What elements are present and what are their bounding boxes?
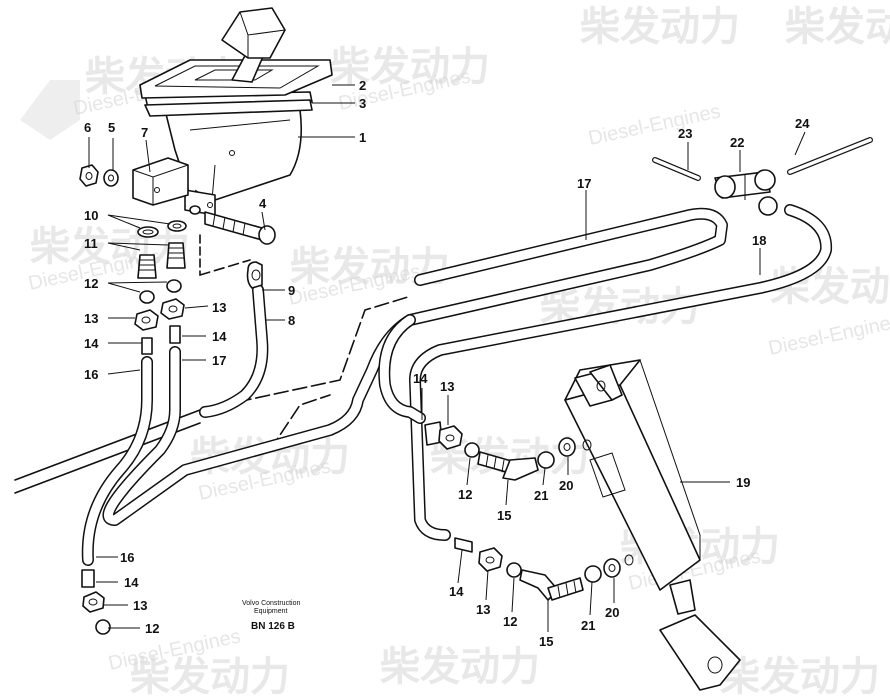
tee-fitting-22 xyxy=(714,169,778,216)
callout-12-right-upper: 12 xyxy=(458,487,472,502)
watermark-sub-3: Diesel-Engines xyxy=(586,100,722,149)
company-line-2: Equipment xyxy=(254,608,288,615)
drawing-code: BN 126 B xyxy=(251,621,295,632)
callout-14-left: 14 xyxy=(84,336,99,351)
callout-20-lower: 20 xyxy=(605,605,619,620)
callout-13-mid: 13 xyxy=(212,300,226,315)
leader-lines xyxy=(88,84,806,632)
callout-20-upper: 20 xyxy=(559,478,573,493)
tube-23 xyxy=(652,157,701,181)
right-fittings-upper xyxy=(424,421,576,481)
callout-4: 4 xyxy=(259,196,267,211)
callout-14-mid: 14 xyxy=(212,329,227,344)
hose-17-left xyxy=(102,207,728,526)
callout-13-right-upper: 13 xyxy=(440,379,454,394)
watermark-brand-2: 柴发动力 xyxy=(330,44,490,90)
callout-15-lower: 15 xyxy=(539,634,553,649)
watermark-brand-3: 柴发动力 xyxy=(580,4,740,50)
watermark-brand-8: 柴发动力 xyxy=(770,264,890,310)
callout-14-right-upper: 14 xyxy=(413,371,428,386)
callout-12-bottom: 12 xyxy=(145,621,159,636)
callout-14-right-lower: 14 xyxy=(449,584,464,599)
watermark-layer: 柴发动力 Diesel-Engines 柴发动力 Diesel-Engines … xyxy=(20,4,890,700)
control-lever-assembly xyxy=(139,7,333,216)
callout-21-lower: 21 xyxy=(581,618,595,633)
callout-2: 2 xyxy=(359,78,366,93)
callout-8: 8 xyxy=(288,313,295,328)
drawing-footer: Volvo Construction Equipment BN 126 B xyxy=(242,600,300,632)
callout-19: 19 xyxy=(736,475,750,490)
callout-3: 3 xyxy=(359,96,366,111)
company-line-1: Volvo Construction xyxy=(242,600,300,607)
nut-6 xyxy=(79,164,99,187)
callout-14-bottom: 14 xyxy=(124,575,139,590)
watermark-brand-11: 柴发动力 xyxy=(130,654,290,700)
left-fitting-stack-b xyxy=(160,220,187,344)
callout-17-right: 17 xyxy=(577,176,591,191)
watermark-brand-5: 柴发动力 xyxy=(30,224,190,270)
callout-13-bottom: 13 xyxy=(133,598,147,613)
tube-17-right xyxy=(378,314,426,424)
callout-12-left: 12 xyxy=(84,276,98,291)
callout-23: 23 xyxy=(678,126,692,141)
right-fittings-lower xyxy=(454,537,621,601)
callout-7: 7 xyxy=(141,125,148,140)
callout-5: 5 xyxy=(108,120,115,135)
watermark-brand-14: 柴发动力 xyxy=(720,654,880,700)
watermark-logo-icon xyxy=(20,80,80,140)
callout-1: 1 xyxy=(359,130,366,145)
callout-12-right-lower: 12 xyxy=(503,614,517,629)
callout-11: 11 xyxy=(84,236,98,251)
bolt-4 xyxy=(189,205,276,245)
hose-8 xyxy=(199,284,269,418)
lower-left-end-fittings xyxy=(81,569,111,635)
switch-block-7 xyxy=(132,157,189,206)
left-fitting-stack-a xyxy=(134,226,159,355)
callout-9: 9 xyxy=(288,283,295,298)
callout-13-right-lower: 13 xyxy=(476,602,490,617)
callout-21-upper: 21 xyxy=(534,488,548,503)
callout-10: 10 xyxy=(84,208,98,223)
hose-16-left xyxy=(81,356,153,566)
watermark-sub-8: Diesel-Engines xyxy=(766,310,890,359)
callout-15-upper: 15 xyxy=(497,508,511,523)
callout-13-left: 13 xyxy=(84,311,98,326)
watermark-brand-4: 柴发动力 xyxy=(785,4,890,50)
callout-24: 24 xyxy=(795,116,810,131)
callout-22: 22 xyxy=(730,135,744,150)
callout-16-bottom: 16 xyxy=(120,550,134,565)
callout-17-left: 17 xyxy=(212,353,226,368)
callout-6: 6 xyxy=(84,120,91,135)
callout-16-left: 16 xyxy=(84,367,98,382)
callout-18: 18 xyxy=(752,233,766,248)
washer-5 xyxy=(103,169,119,187)
callout-labels: 2 3 1 4 6 5 7 10 11 12 13 14 16 13 14 17… xyxy=(84,78,810,649)
eye-terminal-9 xyxy=(246,261,263,289)
cylinder-19 xyxy=(564,358,741,691)
tube-18 xyxy=(409,204,833,541)
tube-24 xyxy=(787,137,873,175)
watermark-brand-12: 柴发动力 xyxy=(380,644,540,690)
